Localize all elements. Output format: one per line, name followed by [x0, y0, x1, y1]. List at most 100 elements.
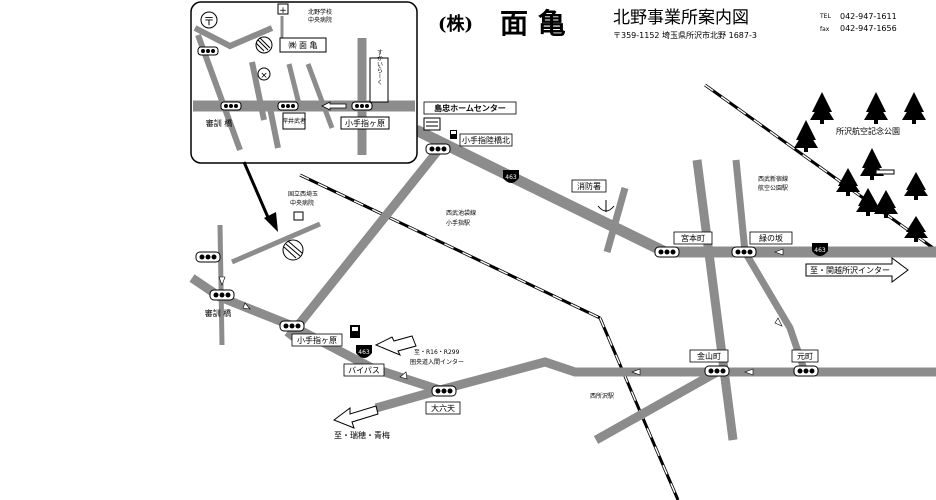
signal-otenjin — [431, 385, 457, 397]
fax-number: 042-947-1656 — [840, 24, 897, 33]
svg-text:+: + — [279, 6, 287, 16]
signal-shinkun-upper — [195, 251, 221, 263]
to-iruma-line2: 圏央道入間インター — [410, 358, 464, 366]
signal-motomachi — [793, 365, 819, 377]
park-trees — [794, 92, 928, 242]
signal-miyamoto — [654, 246, 680, 258]
tree-icon — [904, 216, 928, 242]
inset-signal-3 — [277, 101, 299, 111]
svg-text:463: 463 — [814, 247, 826, 254]
road-miyamoto-ns — [692, 159, 738, 441]
inset-company-marker: ㈱ 面 亀 — [255, 36, 327, 54]
hospital-line2: 中央病院 — [290, 199, 314, 207]
tel-label: TEL — [819, 13, 831, 20]
home-center-label: 島忠ホームセンター — [434, 103, 506, 113]
station-kotesashi-line2: 小手指駅 — [446, 219, 470, 227]
signal-kotesashigahara — [279, 320, 305, 332]
road-bypass-east — [438, 357, 936, 395]
hospital-line1: 国立西埼玉 — [288, 190, 318, 198]
office-title: 北野事業所案内図 — [613, 8, 749, 28]
tree-icon — [874, 190, 898, 218]
pointer-arrow-icon — [242, 161, 278, 232]
intersection-shinkun: 審訓 橋 — [205, 308, 232, 318]
arrow-to-iruma — [374, 335, 417, 356]
intersection-kotesashigahara: 小手指ヶ原 — [297, 335, 337, 345]
road-hospital — [231, 221, 321, 265]
bypass-label: バイパス — [348, 366, 380, 375]
road-shinkun-ns — [217, 224, 225, 346]
roads — [189, 125, 936, 444]
post-office-icon: 〒 — [200, 11, 218, 29]
fax-label: fax — [820, 26, 830, 33]
signal-kanayama — [704, 365, 730, 377]
svg-text:〒: 〒 — [204, 15, 215, 28]
fire-station-label: 消防署 — [577, 181, 601, 191]
intersection-kotesashi-rikkyo: 小手指陸橋北 — [462, 135, 510, 145]
header: (株) 面 亀 北野事業所案内図 〒359-1152 埼玉県所沢市北野 1687… — [438, 7, 897, 40]
tree-icon — [902, 92, 926, 124]
signal-kotesashi-rikkyo — [425, 143, 451, 155]
home-center: 島忠ホームセンター — [423, 101, 517, 131]
company-location-marker — [282, 239, 304, 261]
station-kotesashi-line1: 西武池袋線 — [446, 209, 476, 217]
station-nishitokorozawa: 西所沢駅 — [590, 392, 614, 400]
bench-icon — [875, 169, 895, 175]
hospital-building-icon — [293, 211, 304, 221]
inset-small-note: 岸井武者 — [282, 117, 306, 125]
direction-arrows — [218, 248, 784, 380]
tel-number: 042-947-1611 — [840, 12, 897, 21]
address: 〒359-1152 埼玉県所沢市北野 1687-3 — [613, 30, 757, 40]
tree-icon — [810, 92, 834, 124]
inset-intersection-left: 審訓 橋 — [206, 118, 233, 128]
store-icon — [423, 117, 441, 131]
inset-road-name: すかいらーく — [376, 49, 383, 85]
arrow-to-kanetsu: 至・関越所沢インター — [805, 257, 909, 283]
to-kanetsu-label: 至・関越所沢インター — [810, 265, 890, 275]
tree-icon — [904, 172, 928, 200]
company-mark: (株) — [438, 13, 473, 35]
inset-intersection-right: 小手指ヶ原 — [345, 118, 385, 128]
gas-station-icon — [450, 130, 457, 139]
svg-text:×: × — [260, 71, 268, 81]
inset-school-label: 北野学校 — [308, 8, 332, 16]
gas-station-icon — [350, 325, 360, 338]
inset-arrow-icon — [321, 101, 347, 111]
svg-text:463: 463 — [358, 349, 370, 356]
intersection-otenjin: 大六天 — [431, 403, 455, 413]
arrow-to-mizuho — [332, 405, 379, 429]
inset-store-label: 中央病院 — [308, 16, 332, 24]
intersection-hinoki: 緑の坂 — [759, 233, 783, 243]
intersection-motomachi: 元町 — [797, 352, 813, 361]
to-mizuho-label: 至・瑞穂・青梅 — [334, 430, 390, 440]
to-iruma-line1: 至・R16・R299 — [414, 349, 460, 356]
intersection-kanayama: 金山町 — [697, 351, 721, 361]
signal-shinkun — [209, 289, 235, 301]
tree-icon — [836, 168, 860, 196]
tree-icon — [856, 188, 880, 216]
inset-signal-4 — [351, 101, 373, 111]
tree-icon — [860, 148, 884, 180]
route-463-shield-icon: 463 — [812, 243, 828, 256]
company-name: 面 亀 — [500, 7, 566, 40]
station-koku-line1: 西武新宿線 — [758, 175, 788, 183]
tree-icon — [864, 92, 888, 124]
road-kanayama-sw — [593, 368, 720, 444]
hospital-cross-icon: + — [277, 3, 289, 16]
road-fire-station — [603, 187, 629, 253]
inset-detail-map: 〒 + 北野学校 中央病院 ㈱ 面 亀 × すかいらーく 小手指ヶ原 審訓 橋 … — [190, 1, 418, 164]
inset-company-label: ㈱ 面 亀 — [288, 40, 317, 50]
route-463-shield-icon: 463 — [503, 170, 519, 183]
tree-icon — [794, 120, 818, 152]
road-diagonal-nw — [284, 145, 444, 341]
svg-text:463: 463 — [505, 174, 517, 181]
station-koku-line2: 航空公園駅 — [758, 184, 788, 192]
intersection-miyamoto: 宮本町 — [681, 233, 705, 243]
inset-signal-2 — [220, 101, 242, 111]
railway-seibu-shinjuku — [704, 83, 936, 252]
road-sw-mizuho — [374, 385, 442, 413]
railway-seibu-ikebukuro — [299, 173, 680, 500]
police-icon: × — [257, 67, 271, 81]
inset-signal-1 — [197, 46, 219, 56]
signal-hinoki — [731, 246, 757, 258]
park-label: 所沢航空記念公園 — [836, 126, 900, 136]
